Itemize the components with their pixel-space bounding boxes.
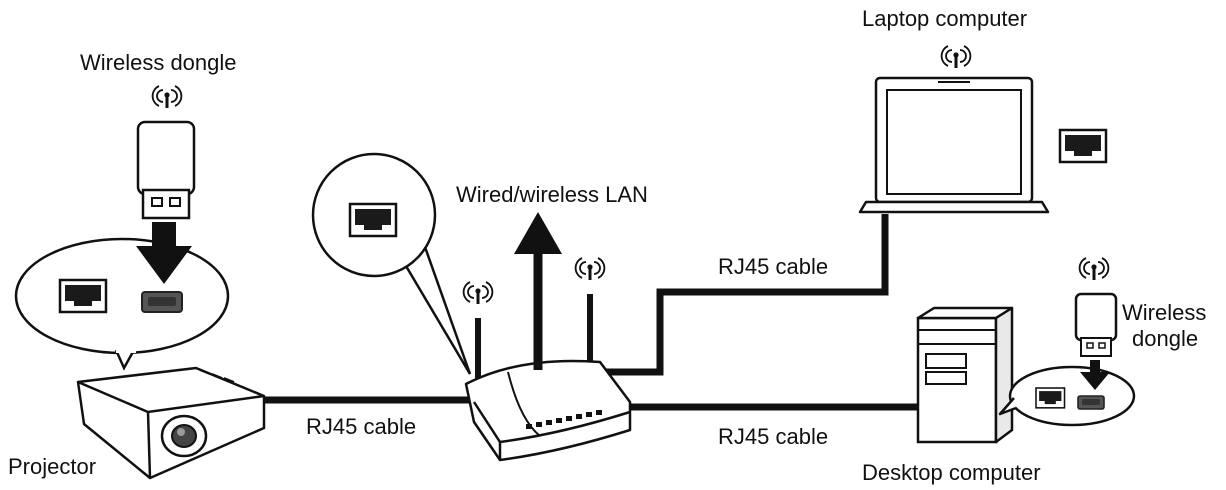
usb-port-icon xyxy=(1077,395,1105,410)
projector-label: Projector xyxy=(8,454,97,479)
wireless-dongle-right-label-line1: Wireless xyxy=(1122,300,1207,325)
arrow-up-icon xyxy=(514,212,562,370)
ethernet-port-icon xyxy=(58,278,108,314)
router-callout-bubble xyxy=(311,152,472,375)
ethernet-port-icon xyxy=(348,202,398,238)
wireless-dongle-device xyxy=(136,120,196,220)
desktop-computer-device xyxy=(916,306,1014,444)
desktop-computer-label: Desktop computer xyxy=(862,460,1041,485)
laptop-computer-label: Laptop computer xyxy=(862,6,1028,31)
rj45-cable-laptop-label: RJ45 cable xyxy=(718,254,829,279)
wireless-signal-icon xyxy=(462,280,494,306)
wireless-dongle-device xyxy=(1074,292,1118,357)
usb-port-icon xyxy=(141,291,183,313)
wireless-signal-icon xyxy=(1078,256,1110,282)
arrow-down-icon xyxy=(1080,360,1110,390)
laptop-device xyxy=(858,76,1050,214)
rj45-cable-projector-label: RJ45 cable xyxy=(306,414,417,439)
projector-callout-bubble xyxy=(14,237,230,371)
wireless-signal-icon xyxy=(151,84,183,110)
rj45-cable-desktop-label: RJ45 cable xyxy=(718,424,829,449)
wired-wireless-lan-label: Wired/wireless LAN xyxy=(456,182,648,207)
wireless-signal-icon xyxy=(574,256,606,282)
ethernet-port-icon xyxy=(1035,387,1066,409)
wireless-signal-icon xyxy=(940,44,972,70)
wireless-dongle-right-label-line2: dongle xyxy=(1132,326,1199,351)
rj45-cable-laptop xyxy=(606,214,889,376)
router-device xyxy=(464,359,632,462)
ethernet-port-icon xyxy=(1058,128,1108,164)
projector-device xyxy=(76,366,266,480)
wireless-dongle-label: Wireless dongle xyxy=(80,50,237,75)
arrow-down-icon xyxy=(136,222,192,284)
desktop-callout-bubble xyxy=(998,365,1136,427)
